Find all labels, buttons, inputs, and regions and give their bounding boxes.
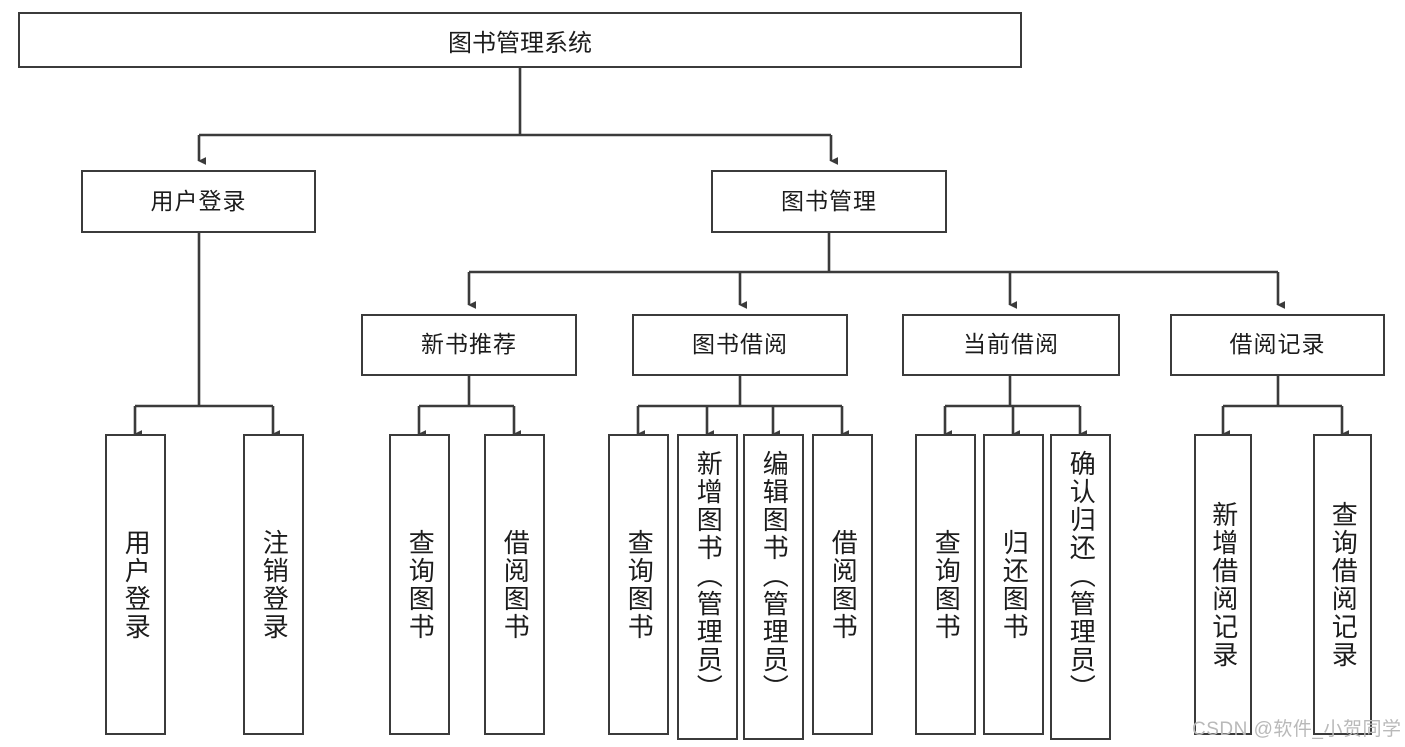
- node-root-label: 图书管理系统: [448, 29, 592, 57]
- leaf-label: 用户登录: [121, 528, 152, 641]
- node-borrow-record[interactable]: 借阅记录: [1170, 314, 1385, 376]
- node-user-login[interactable]: 用户登录: [81, 170, 316, 233]
- leaf-label: 借阅图书: [828, 528, 859, 641]
- leaf-current-borrow-confirm-return-admin[interactable]: 确认归还（管理员）: [1050, 434, 1111, 740]
- leaf-book-borrow-add-book-admin[interactable]: 新增图书（管理员）: [677, 434, 738, 740]
- leaf-book-borrow-borrow-book[interactable]: 借阅图书: [812, 434, 873, 735]
- node-borrow-record-label: 借阅记录: [1229, 331, 1326, 358]
- leaf-label: 查询借阅记录: [1328, 500, 1359, 669]
- leaf-label: 注销登录: [259, 528, 290, 641]
- leaf-label: 查询图书: [624, 528, 655, 641]
- csdn-watermark: CSDN @软件_小贺同学: [1192, 719, 1402, 740]
- leaf-label: 借阅图书: [500, 528, 531, 641]
- leaf-user-login-login[interactable]: 用户登录: [105, 434, 166, 735]
- node-book-management-label: 图书管理: [781, 187, 877, 214]
- node-current-borrow[interactable]: 当前借阅: [902, 314, 1120, 376]
- node-root-book-management-system[interactable]: 图书管理系统: [18, 12, 1022, 68]
- node-book-management[interactable]: 图书管理: [711, 170, 947, 233]
- leaf-book-borrow-edit-book-admin[interactable]: 编辑图书（管理员）: [743, 434, 804, 740]
- node-current-borrow-label: 当前借阅: [963, 331, 1059, 358]
- node-user-login-label: 用户登录: [150, 187, 247, 214]
- leaf-new-book-borrow-book[interactable]: 借阅图书: [484, 434, 545, 735]
- leaf-current-borrow-query-book[interactable]: 查询图书: [915, 434, 976, 735]
- leaf-user-login-logout[interactable]: 注销登录: [243, 434, 304, 735]
- leaf-label: 编辑图书（管理员）: [759, 450, 790, 702]
- leaf-label: 新增图书（管理员）: [693, 450, 724, 702]
- leaf-borrow-record-add-record[interactable]: 新增借阅记录: [1194, 434, 1252, 735]
- leaf-borrow-record-query-record[interactable]: 查询借阅记录: [1313, 434, 1372, 735]
- node-new-book-recommend-label: 新书推荐: [421, 331, 517, 358]
- leaf-new-book-query-book[interactable]: 查询图书: [389, 434, 450, 735]
- leaf-label: 查询图书: [931, 528, 962, 641]
- leaf-label: 归还图书: [999, 528, 1030, 641]
- leaf-label: 新增借阅记录: [1208, 500, 1239, 669]
- leaf-current-borrow-return-book[interactable]: 归还图书: [983, 434, 1044, 735]
- leaf-label: 确认归还（管理员）: [1066, 450, 1097, 702]
- leaf-book-borrow-query-book[interactable]: 查询图书: [608, 434, 669, 735]
- leaf-label: 查询图书: [405, 528, 436, 641]
- node-new-book-recommend[interactable]: 新书推荐: [361, 314, 577, 376]
- node-book-borrow[interactable]: 图书借阅: [632, 314, 848, 376]
- node-book-borrow-label: 图书借阅: [692, 331, 788, 358]
